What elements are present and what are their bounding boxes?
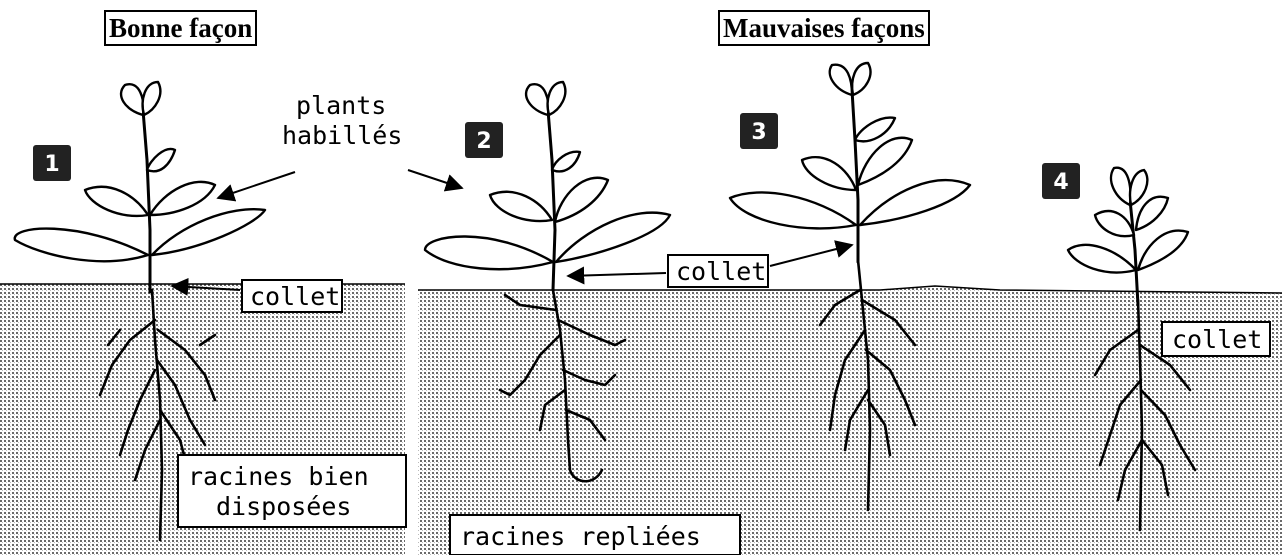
label-plants-line1: plants [296, 91, 386, 120]
badge-3: 3 [740, 113, 778, 149]
label-roots-folded: racines repliées [460, 522, 701, 551]
badge-1: 1 [33, 145, 71, 181]
label-collet-1: collet [250, 282, 340, 311]
arrow-plants-1 [218, 172, 295, 198]
label-collet-2-3: collet [676, 257, 766, 286]
label-collet-4: collet [1172, 325, 1262, 354]
badge-2: 2 [465, 122, 503, 158]
arrow-plants-2 [408, 170, 462, 188]
arrow-collet-2 [568, 273, 666, 276]
label-roots-good-line2: disposées [216, 492, 351, 521]
label-plants-line2: habillés [282, 121, 402, 150]
label-roots-good-line1: racines bien [188, 462, 369, 491]
svg-text:1: 1 [44, 152, 59, 177]
arrow-collet-3 [770, 245, 852, 266]
svg-text:4: 4 [1053, 170, 1068, 195]
svg-text:2: 2 [476, 129, 491, 154]
svg-text:3: 3 [751, 120, 766, 145]
badge-4: 4 [1042, 163, 1080, 199]
